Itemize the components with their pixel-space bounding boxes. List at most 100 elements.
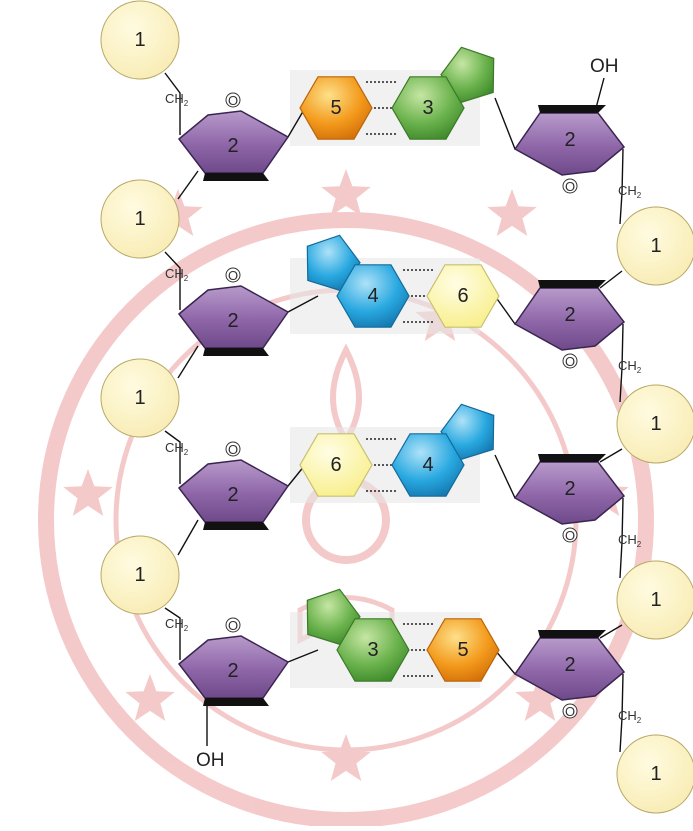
backbone-bond <box>619 148 624 225</box>
base-label: 5 <box>457 639 468 661</box>
phosphate-circle <box>100 358 180 438</box>
seal-star-icon <box>321 734 371 781</box>
ring-oxygen-circle <box>225 617 241 633</box>
base-hexagon <box>426 618 500 682</box>
left-strand-end-oh: OH <box>196 750 225 771</box>
seal-star-icon <box>487 189 537 236</box>
base-hexagon <box>426 264 500 328</box>
ch2-label: CH2 <box>165 91 189 108</box>
glycosidic-bond <box>494 295 516 325</box>
phosphate-label: 1 <box>134 564 145 586</box>
glycosidic-bond <box>287 295 319 313</box>
left-sugar <box>177 635 290 706</box>
right-sugar <box>513 105 626 176</box>
phosphate-label: 1 <box>650 763 661 785</box>
phosphate-label: 1 <box>650 589 661 611</box>
backbone-bond <box>599 270 623 289</box>
base-label: 4 <box>367 285 378 307</box>
sugar-label: 2 <box>564 129 575 151</box>
phosphate-label: 1 <box>134 208 145 230</box>
ring-oxygen-label: O <box>565 179 575 194</box>
right-sugar <box>513 454 626 525</box>
ring-oxygen-circle <box>562 527 578 543</box>
ring-oxygen-label: O <box>228 268 238 283</box>
base-6: 6 <box>299 433 373 497</box>
backbone-bond <box>619 673 624 753</box>
phosphate-label: 1 <box>134 387 145 409</box>
seal-star-icon <box>125 674 175 721</box>
left-sugar <box>177 459 290 530</box>
left-phosphate: 1 <box>100 535 180 615</box>
phosphate-circle <box>100 179 180 259</box>
phosphate-label: 1 <box>650 235 661 257</box>
base-hexagon <box>336 264 410 328</box>
seal-star-icon <box>321 169 371 216</box>
right-sugar <box>513 280 626 351</box>
ring-oxygen-label: O <box>228 93 238 108</box>
base-hexagon <box>391 76 465 140</box>
ring-oxygen-circle <box>562 178 578 194</box>
backbone-bond <box>619 497 624 579</box>
phosphate-circle <box>616 734 693 814</box>
sugar-thick-edge <box>538 280 606 288</box>
backbone-bond <box>177 519 199 556</box>
right-strand-end-oh: OH <box>590 56 619 77</box>
glycosidic-bond <box>287 649 319 663</box>
backbone-lines <box>164 72 624 753</box>
sugars <box>177 105 626 706</box>
sugar-thick-edge <box>203 173 269 181</box>
base-hexagon <box>299 76 373 140</box>
base-pentagon <box>306 588 361 646</box>
backbone-bond <box>164 430 181 484</box>
base-3: 3 <box>306 588 410 682</box>
oh-bond <box>595 77 605 109</box>
base-5: 5 <box>426 618 500 682</box>
glycosidic-bond <box>494 649 516 675</box>
base-label: 5 <box>330 97 341 119</box>
base-hexagon <box>336 618 410 682</box>
sugar-thick-edge <box>538 454 606 462</box>
ch2-label: CH2 <box>165 440 189 457</box>
sugar-label: 2 <box>227 310 238 332</box>
left-sugar <box>177 285 290 356</box>
ring-oxygen-circle <box>225 92 241 108</box>
sugar-label: 2 <box>564 304 575 326</box>
left-sugar <box>177 110 290 181</box>
sugar-thick-edge <box>538 630 606 638</box>
base-4: 4 <box>391 403 495 497</box>
right-phosphate: 1 <box>616 384 693 464</box>
base-4: 4 <box>306 234 410 328</box>
seal-star-icon <box>63 469 113 516</box>
phosphate-circle <box>100 535 180 615</box>
sugar-thick-edge <box>203 348 269 356</box>
left-phosphate: 1 <box>100 0 180 80</box>
ring-oxygen-label: O <box>228 442 238 457</box>
right-phosphate: 1 <box>616 734 693 814</box>
ring-oxygen-circle <box>225 441 241 457</box>
base-label: 3 <box>422 97 433 119</box>
backbone-bond <box>177 170 199 200</box>
ch2-label: CH2 <box>618 358 642 375</box>
backbone-bond <box>164 72 181 135</box>
phosphate-label: 1 <box>650 413 661 435</box>
phosphate-circle <box>100 0 180 80</box>
sugar-thick-edge <box>538 105 606 113</box>
base-label: 3 <box>367 639 378 661</box>
base-5: 5 <box>299 76 373 140</box>
glycosidic-bond <box>494 454 516 499</box>
ch2-label: CH2 <box>165 616 189 633</box>
base-pentagon <box>440 403 495 461</box>
left-phosphate: 1 <box>100 358 180 438</box>
glycosidic-bond <box>494 97 516 150</box>
left-phosphate: 1 <box>100 179 180 259</box>
base-6: 6 <box>426 264 500 328</box>
phosphate-label: 1 <box>134 29 145 51</box>
phosphate-circle <box>616 560 693 640</box>
ch2-label: CH2 <box>618 532 642 549</box>
backbone-bond <box>177 345 199 379</box>
